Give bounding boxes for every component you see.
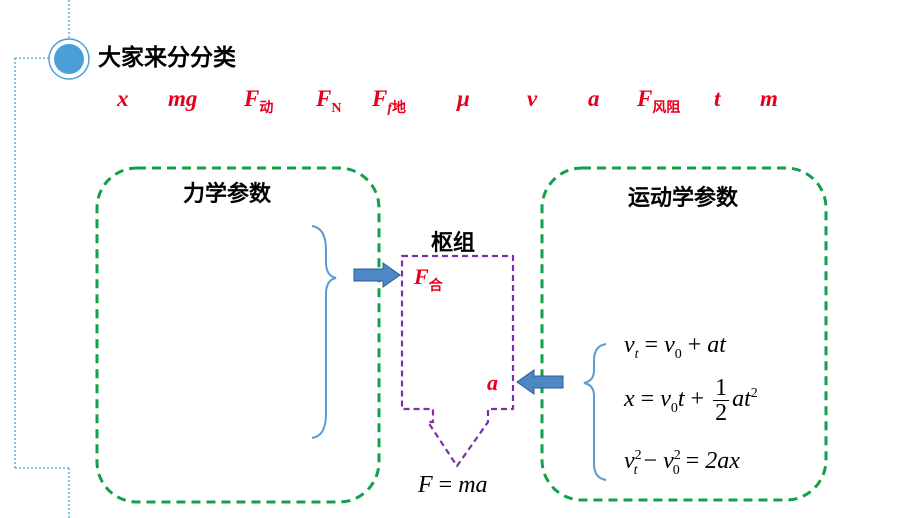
kinematics-brace-icon [583, 343, 607, 481]
equation-velocity-squared: v2t − v20 = 2ax [624, 448, 740, 478]
mechanics-box-border [95, 166, 381, 504]
var-m: m [760, 86, 778, 111]
var-f-n: FN [316, 86, 342, 116]
var-mu: μ [457, 86, 470, 111]
var-mg: mg [168, 86, 198, 111]
hub-a: a [487, 370, 498, 395]
kinematics-box-border [540, 166, 828, 502]
hub-f-net: F合 [414, 264, 443, 294]
var-v: v [527, 86, 538, 111]
var-f-dong: F动 [244, 86, 274, 116]
kinematics-box-label: 运动学参数 [628, 186, 739, 211]
connector-lines [14, 0, 70, 518]
var-f-wind: F风阻 [637, 86, 681, 116]
var-f-f-ground: Ff地 [372, 86, 407, 116]
right-arrow-icon [353, 262, 401, 288]
hub-arrow-shape [400, 254, 515, 468]
mechanics-brace-icon [311, 225, 337, 439]
var-x: x [117, 86, 129, 111]
mechanics-box-label: 力学参数 [183, 182, 272, 207]
var-t: t [714, 86, 721, 111]
left-arrow-icon [516, 369, 564, 395]
equation-newton: F = ma [418, 472, 488, 498]
slide-heading: 大家来分分类 [98, 45, 236, 71]
hub-label: 枢组 [431, 231, 476, 256]
var-a: a [588, 86, 600, 111]
heading-bullet-icon [48, 38, 90, 80]
equation-velocity: vt = v0 + at [624, 332, 726, 362]
